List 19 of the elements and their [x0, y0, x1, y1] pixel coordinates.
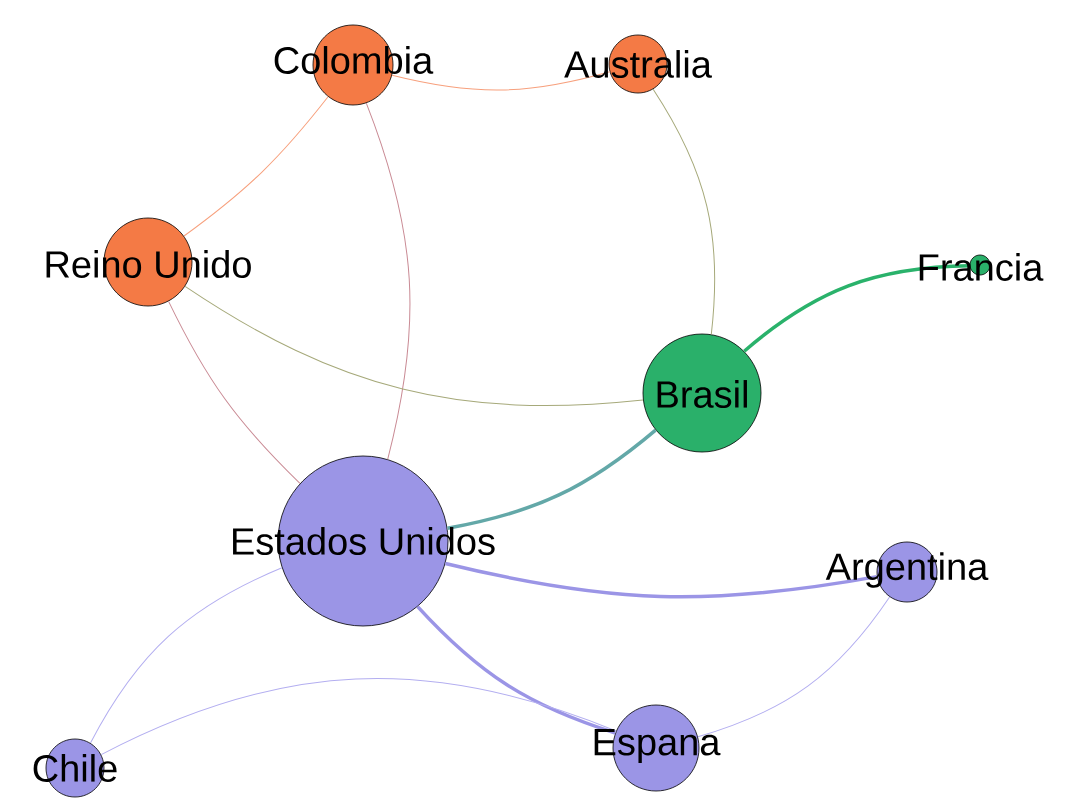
edge-line: [184, 285, 644, 406]
edge-line: [183, 96, 329, 237]
edge-line: [391, 71, 611, 91]
node-circle: [642, 333, 762, 453]
edge-line: [168, 300, 301, 484]
node-label: Brasil: [657, 380, 747, 408]
edge-line: [447, 428, 657, 530]
node-label: Espana: [594, 729, 721, 764]
edge-line: [652, 88, 716, 335]
node-label: Chile: [33, 754, 117, 782]
edge-line: [697, 596, 891, 738]
edge-line: [90, 567, 283, 744]
edge-line: [743, 264, 970, 353]
node-label: Estados Unidos: [233, 527, 495, 555]
edge-line: [445, 561, 878, 599]
node-label: Colombia: [274, 46, 434, 74]
edge-line: [365, 102, 411, 460]
edge-line: [416, 605, 616, 735]
edge-line: [100, 678, 617, 756]
